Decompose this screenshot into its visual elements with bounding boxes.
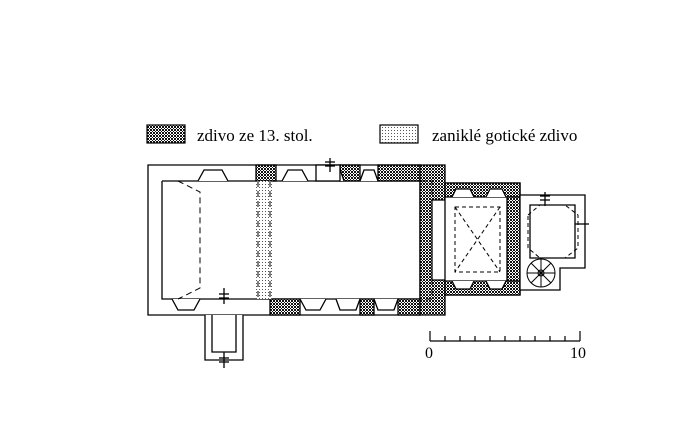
nave-dashed-lines	[177, 180, 271, 300]
legend-label-lost-gothic: zaniklé gotické zdivo	[432, 126, 577, 145]
nave	[147, 158, 421, 316]
spiral-staircase	[526, 258, 556, 288]
legend-swatch-13th-century	[146, 124, 186, 144]
chancel-arch-wall	[419, 164, 446, 316]
nave-south-wall-dark	[269, 298, 301, 316]
scale-bar-start-label: 0	[425, 345, 433, 362]
legend: zdivo ze 13. stol. zaniklé gotické zdivo	[146, 124, 577, 145]
nave-south-wall-dark-3	[397, 298, 421, 316]
scale-bar	[429, 331, 581, 342]
nave-lost-gothic-band	[256, 181, 272, 299]
nave-north-wall-dark	[255, 164, 277, 182]
legend-swatch-lost-gothic	[379, 124, 419, 144]
rib-vault	[454, 206, 501, 273]
scale-bar-end-label: 10	[570, 345, 586, 362]
legend-label-13th-century: zdivo ze 13. stol.	[197, 126, 313, 145]
south-porch	[204, 288, 244, 368]
chancel	[444, 182, 521, 296]
nave-north-wall-dark-3	[377, 164, 421, 182]
nave-south-wall-dark-2	[359, 298, 375, 316]
